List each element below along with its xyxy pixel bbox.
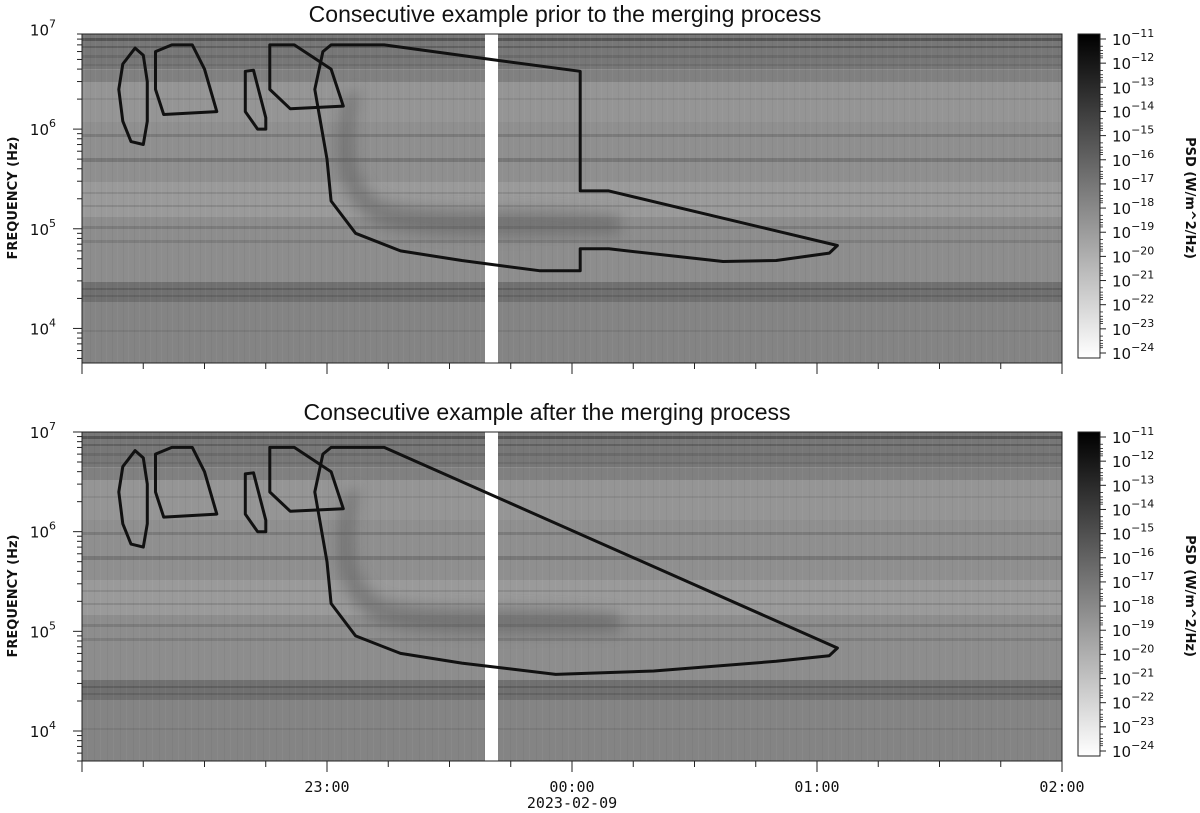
- y-axis-label-top: FREQUENCY (Hz): [6, 137, 21, 260]
- spectrogram-top: [82, 34, 1062, 363]
- contour-4: [268, 43, 345, 111]
- colorbar-tick-label: 10−17: [1112, 172, 1154, 194]
- colorbar-tick-label: 10−15: [1112, 522, 1154, 544]
- x-axis-top: [81, 363, 1063, 374]
- y-tick-label: 105: [30, 619, 56, 641]
- x-tick-label: 23:00: [304, 778, 349, 796]
- colorbar-tick-label: 10−22: [1112, 691, 1154, 713]
- colorbar-tick-label: 10−19: [1112, 618, 1154, 640]
- colorbar-label-bottom: PSD (W/m^2/Hz): [1182, 535, 1197, 657]
- y-tick-label: 104: [30, 316, 56, 338]
- contours-top: [117, 43, 839, 273]
- colorbar-tick-label: 10−24: [1112, 739, 1154, 761]
- colorbar-tick-label: 10−14: [1112, 497, 1154, 519]
- contour-2: [154, 43, 219, 116]
- colorbar-tick-label: 10−13: [1112, 75, 1154, 97]
- contour-5: [313, 445, 839, 676]
- y-axis-label-bottom: FREQUENCY (Hz): [6, 535, 21, 658]
- contour-1: [117, 46, 149, 146]
- colorbar-tick-label: 10−13: [1112, 473, 1154, 495]
- colorbar-tick-label: 10−15: [1112, 124, 1154, 146]
- panel-bottom: 104 105 106 107 23:00 00:00 01:00 02:00 FREQUE…: [6, 420, 1085, 812]
- y-tick-label: 106: [30, 520, 56, 542]
- colorbar-tick-label: 10−23: [1112, 317, 1154, 339]
- panel-title-top: Consecutive example prior to the merging…: [309, 1, 822, 27]
- x-axis-bottom: 23:00 00:00 01:00 02:00: [81, 761, 1085, 796]
- colorbar-tick-label: 10−21: [1112, 667, 1154, 689]
- colorbar-tick-label: 10−12: [1112, 51, 1154, 73]
- x-date-label: 2023-02-09: [527, 794, 617, 812]
- colorbar-tick-label: 10−23: [1112, 715, 1154, 737]
- panel-top: 104 105 106 107 FREQUENCY (Hz): [6, 17, 1063, 374]
- colorbar-tick-label: 10−11: [1112, 425, 1154, 447]
- y-axis-bottom: 104 105 106 107: [30, 420, 82, 762]
- y-tick-label: 107: [30, 17, 56, 39]
- contour-2: [154, 445, 219, 519]
- contour-5: [313, 43, 839, 273]
- colorbar-tick-label: 10−18: [1112, 196, 1154, 218]
- colorbar-tick-label: 10−16: [1112, 148, 1154, 170]
- colorbar-label-top: PSD (W/m^2/Hz): [1182, 137, 1197, 259]
- colorbar-tick-label: 10−22: [1112, 293, 1154, 315]
- colorbar-tick-label: 10−21: [1112, 269, 1154, 291]
- y-tick-label: 105: [30, 217, 56, 239]
- colorbar-tick-label: 10−24: [1112, 341, 1154, 363]
- colorbar-tick-label: 10−20: [1112, 642, 1154, 664]
- colorbar-tick-label: 10−11: [1112, 27, 1154, 49]
- y-tick-label: 106: [30, 117, 56, 139]
- x-tick-label: 02:00: [1039, 778, 1084, 796]
- y-tick-label: 107: [30, 420, 56, 442]
- y-tick-label: 104: [30, 719, 56, 741]
- contour-4: [268, 445, 345, 513]
- x-tick-label: 01:00: [794, 778, 839, 796]
- colorbar-tick-label: 10−17: [1112, 570, 1154, 592]
- y-axis-top: 104 105 106 107: [30, 17, 82, 359]
- colorbar-tick-label: 10−19: [1112, 220, 1154, 242]
- colorbar-tick-label: 10−14: [1112, 99, 1154, 121]
- colorbar-tick-label: 10−12: [1112, 449, 1154, 471]
- colorbar-tick-label: 10−16: [1112, 546, 1154, 568]
- spectrogram-bottom: [82, 432, 1062, 761]
- contour-3: [243, 68, 268, 131]
- x-tick-label: 00:00: [549, 778, 594, 796]
- colorbar-tick-label: 10−18: [1112, 594, 1154, 616]
- colorbar-tick-label: 10−20: [1112, 244, 1154, 266]
- contour-1: [117, 449, 149, 549]
- contour-3: [243, 471, 268, 534]
- contours-bottom: [117, 445, 839, 676]
- panel-title-bottom: Consecutive example after the merging pr…: [303, 399, 790, 425]
